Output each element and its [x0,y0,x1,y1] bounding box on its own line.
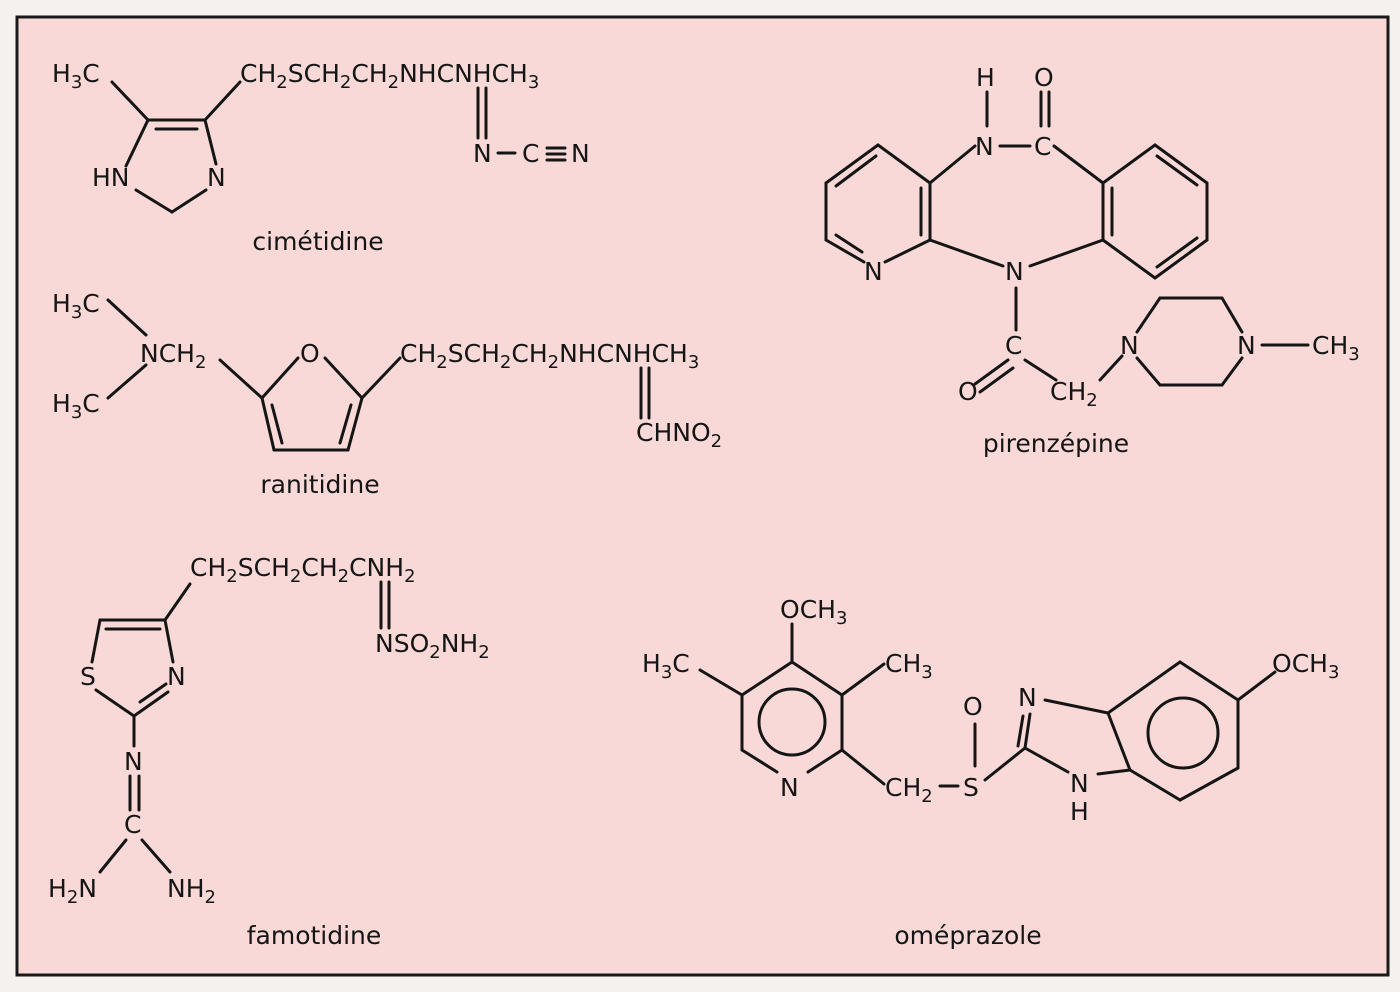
pirenzepine-n-pyridine: N [864,257,883,286]
omeprazole-n-imidazole: N [1018,683,1037,712]
famotidine-n-ring: N [167,662,186,691]
famotidine-chain: CH2SCH2CH2CNH2 [190,553,416,587]
pirenzepine-structure: H O N C N N C O CH2 N N CH3 [824,63,1360,458]
omeprazole-structure: OCH3 H3C CH3 N CH2 S O N N H OCH3 [642,595,1339,950]
cimetidine-n-ring: N [207,163,226,192]
omeprazole-s: S [963,773,979,802]
cimetidine-hn: HN [92,163,130,192]
pirenzepine-name: pirenzépine [983,429,1129,458]
famotidine-c-center: C [124,810,141,839]
ranitidine-bonds [106,298,651,452]
ranitidine-name: ranitidine [260,470,379,499]
famotidine-nso2nh2: NSO2NH2 [375,629,490,663]
pirenzepine-h: H [976,63,995,92]
ranitidine-structure: H3C H3C NCH2 O CH2SCH2CH2NHCNHCH3 CHNO2 … [52,289,722,499]
cimetidine-bonds [110,80,567,214]
ranitidine-h3c-top: H3C [52,289,100,323]
ranitidine-o-ring: O [300,339,320,368]
omeprazole-bonds [698,622,1277,802]
pirenzepine-n-center: N [1005,257,1024,286]
omeprazole-n-pyridine: N [780,773,799,802]
omeprazole-o-sulfoxide: O [963,692,983,721]
omeprazole-ch3: CH3 [885,649,933,683]
pirenzepine-ch3: CH3 [1312,331,1360,365]
omeprazole-och3-top: OCH3 [780,595,847,629]
cimetidine-structure: H3C CH2SCH2CH2NHCNHCH3 HN N N C N ciméti… [52,59,590,256]
cimetidine-name: cimétidine [252,227,383,256]
famotidine-n-exo: N [124,747,143,776]
famotidine-nh2: NH2 [167,874,216,908]
ranitidine-nch2: NCH2 [140,339,206,373]
pirenzepine-bonds [824,90,1310,394]
figure-panel [15,15,1390,977]
famotidine-h2n: H2N [48,874,97,908]
pirenzepine-ch2: CH2 [1050,377,1098,411]
ranitidine-h3c-bottom: H3C [52,389,100,423]
famotidine-s-ring: S [80,662,96,691]
pirenzepine-c-acyl: C [1005,331,1022,360]
omeprazole-och3-right: OCH3 [1272,649,1339,683]
famotidine-bonds [90,580,391,874]
pirenzepine-c-amide: C [1034,132,1051,161]
pirenzepine-n-piperazine-1: N [1120,331,1139,360]
ranitidine-chain: CH2SCH2CH2NHCNHCH3 [400,339,699,373]
omeprazole-name: oméprazole [894,921,1041,950]
famotidine-structure: CH2SCH2CH2CNH2 NSO2NH2 S N N C H2N NH2 f… [48,553,490,950]
omeprazole-h3c: H3C [642,649,690,683]
cimetidine-cn-c: C [522,139,539,168]
pirenzepine-n-amide: N [975,132,994,161]
cimetidine-cn-n: N [571,139,590,168]
cimetidine-h3c: H3C [52,59,100,93]
ranitidine-chno2: CHNO2 [636,418,722,452]
omeprazole-nh-h: H [1070,797,1089,826]
famotidine-name: famotidine [247,921,382,950]
cimetidine-chain: CH2SCH2CH2NHCNHCH3 [240,59,539,93]
pirenzepine-o-acyl: O [958,377,978,406]
pirenzepine-o-top: O [1034,63,1054,92]
pirenzepine-n-piperazine-2: N [1237,331,1256,360]
omeprazole-nh-n: N [1070,769,1089,798]
cimetidine-n-eq: N [473,139,492,168]
omeprazole-ch2: CH2 [885,773,933,807]
